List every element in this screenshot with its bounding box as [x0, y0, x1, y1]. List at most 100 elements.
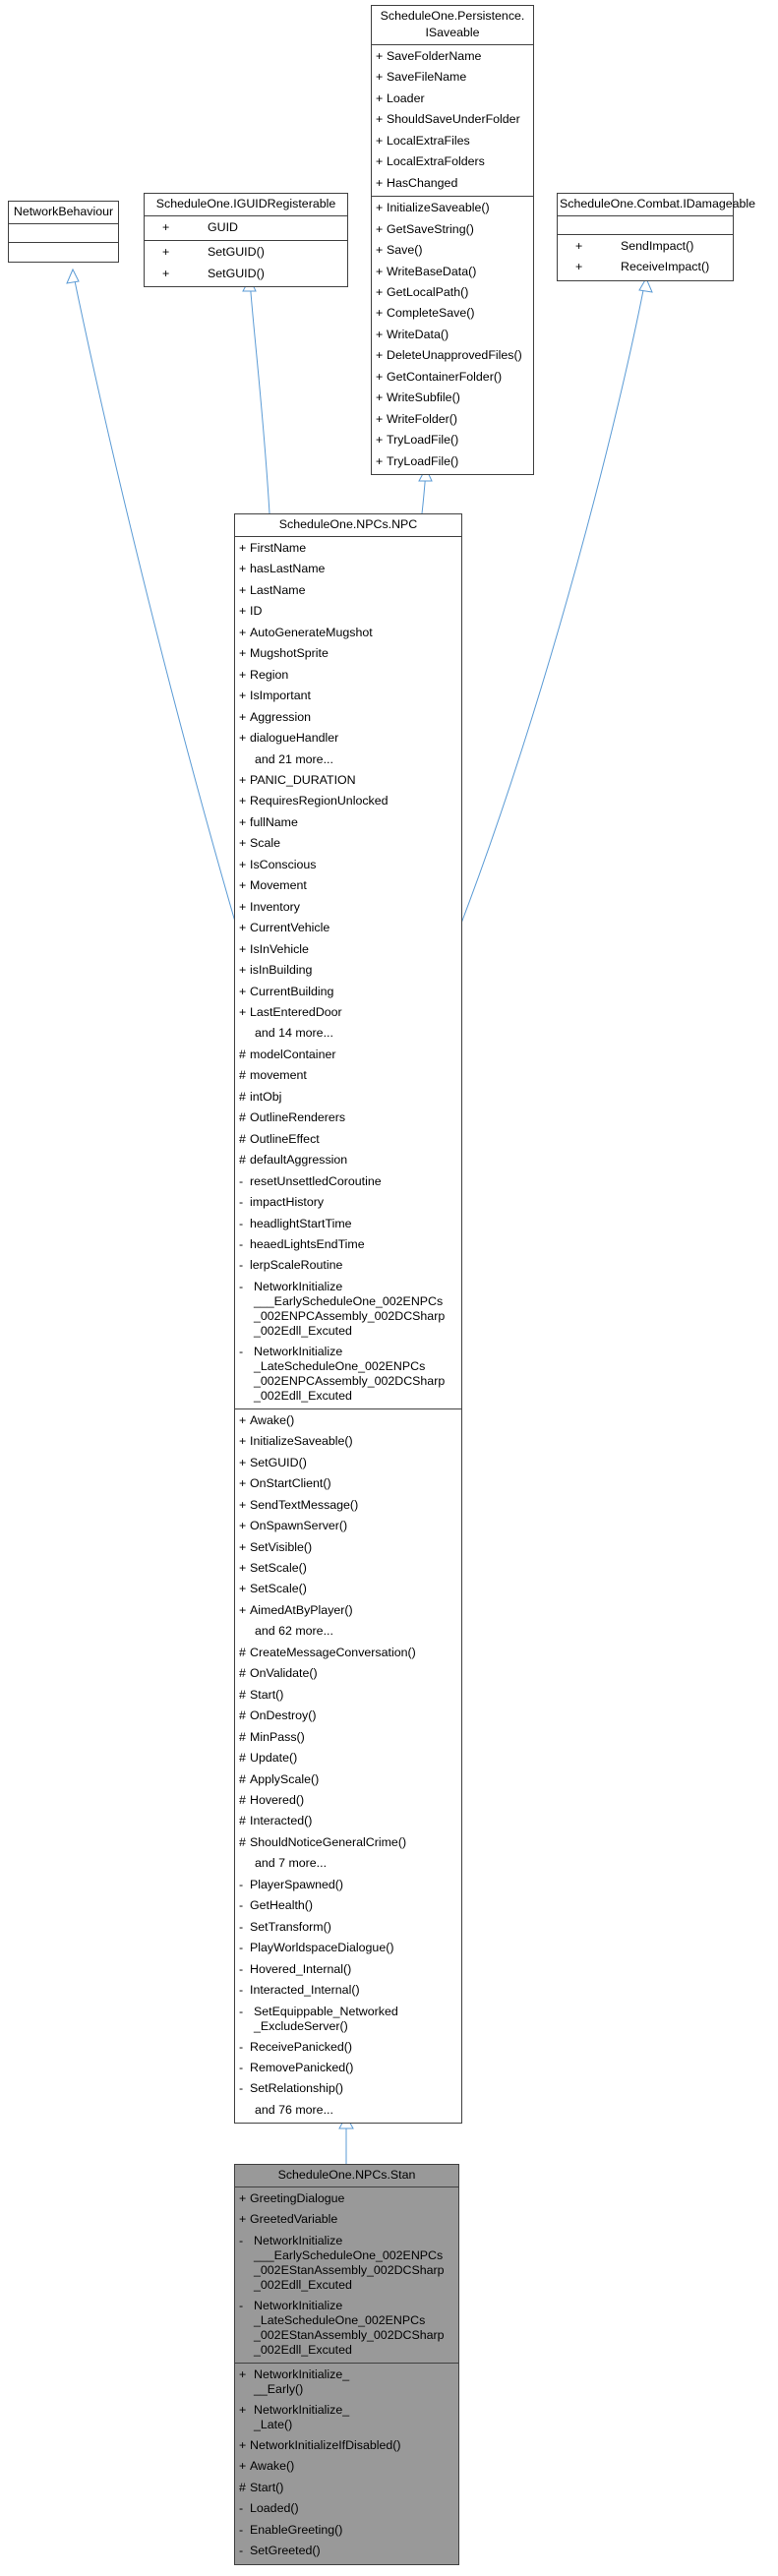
attribute-row[interactable]: +LocalExtraFolders	[372, 151, 533, 172]
attribute-row[interactable]: +FirstName	[235, 538, 461, 559]
method-row[interactable]: +CompleteSave()	[372, 303, 533, 324]
method-row[interactable]: +Awake()	[235, 1410, 461, 1431]
method-row[interactable]: -Loaded()	[235, 2498, 458, 2519]
method-row[interactable]: and 7 more...	[235, 1853, 461, 1874]
attribute-row[interactable]: +RequiresRegionUnlocked	[235, 791, 461, 811]
attribute-row[interactable]: +Scale	[235, 833, 461, 854]
attribute-row[interactable]: +ID	[235, 601, 461, 622]
class-stan[interactable]: ScheduleOne.NPCs.Stan+GreetingDialogue+G…	[234, 2164, 459, 2565]
attribute-row[interactable]: -lerpScaleRoutine	[235, 1255, 461, 1276]
method-row[interactable]: -Interacted_Internal()	[235, 1980, 461, 2001]
method-row[interactable]: #Interacted()	[235, 1811, 461, 1831]
method-row[interactable]: -PlayWorldspaceDialogue()	[235, 1938, 461, 1958]
method-row[interactable]: +TryLoadFile()	[372, 430, 533, 450]
attribute-row[interactable]: -NetworkInitialize___EarlyScheduleOne_00…	[235, 2231, 458, 2296]
method-row[interactable]: +TryLoadFile()	[372, 451, 533, 472]
attribute-row[interactable]: +fullName	[235, 812, 461, 833]
method-row[interactable]: #MinPass()	[235, 1727, 461, 1748]
method-row[interactable]: +GetSaveString()	[372, 219, 533, 240]
method-row[interactable]: #CreateMessageConversation()	[235, 1643, 461, 1663]
attribute-row[interactable]: +IsImportant	[235, 686, 461, 706]
attribute-row[interactable]: -NetworkInitialize_LateScheduleOne_002EN…	[235, 2296, 458, 2361]
attribute-row[interactable]: #intObj	[235, 1087, 461, 1108]
attribute-row[interactable]: +hasLastName	[235, 559, 461, 579]
method-row[interactable]: +WriteData()	[372, 325, 533, 345]
method-row[interactable]: #OnValidate()	[235, 1663, 461, 1684]
attribute-row[interactable]: +GreetedVariable	[235, 2209, 458, 2230]
method-row[interactable]: +SendImpact()	[558, 236, 733, 257]
method-row[interactable]: +SetGUID()	[235, 1453, 461, 1473]
method-row[interactable]: +WriteBaseData()	[372, 262, 533, 282]
attribute-row[interactable]: +HasChanged	[372, 173, 533, 194]
attribute-row[interactable]: +PANIC_DURATION	[235, 770, 461, 791]
attribute-row[interactable]: +CurrentBuilding	[235, 982, 461, 1002]
method-row[interactable]: +GetContainerFolder()	[372, 367, 533, 388]
method-row[interactable]: +NetworkInitialize__Late()	[235, 2400, 458, 2435]
attribute-row[interactable]: -impactHistory	[235, 1192, 461, 1213]
class-npc[interactable]: ScheduleOne.NPCs.NPC+FirstName+hasLastNa…	[234, 513, 462, 2125]
attribute-row[interactable]: +Aggression	[235, 707, 461, 728]
attribute-row[interactable]: -headlightStartTime	[235, 1214, 461, 1234]
method-row[interactable]: -GetHealth()	[235, 1895, 461, 1916]
attribute-row[interactable]: #OutlineRenderers	[235, 1108, 461, 1128]
attribute-row[interactable]: +LocalExtraFiles	[372, 131, 533, 151]
attribute-row[interactable]: +Inventory	[235, 897, 461, 918]
method-row[interactable]: -Hovered_Internal()	[235, 1959, 461, 1980]
method-row[interactable]: +SetVisible()	[235, 1537, 461, 1558]
class-isaveable[interactable]: ScheduleOne.Persistence.ISaveable+SaveFo…	[371, 5, 534, 476]
method-row[interactable]: +ReceiveImpact()	[558, 257, 733, 277]
method-row[interactable]: +AimedAtByPlayer()	[235, 1600, 461, 1621]
method-row[interactable]: +InitializeSaveable()	[372, 198, 533, 218]
method-row[interactable]: #Hovered()	[235, 1790, 461, 1811]
method-row[interactable]: -EnableGreeting()	[235, 2520, 458, 2541]
class-iguid-registerable[interactable]: ScheduleOne.IGUIDRegisterable+GUID+SetGU…	[144, 193, 348, 288]
attribute-row[interactable]: +CurrentVehicle	[235, 918, 461, 938]
attribute-row[interactable]: +Loader	[372, 89, 533, 109]
attribute-row[interactable]: and 14 more...	[235, 1023, 461, 1044]
attribute-row[interactable]: #modelContainer	[235, 1045, 461, 1065]
method-row[interactable]: +SetGUID()	[145, 264, 347, 284]
method-row[interactable]: #ApplyScale()	[235, 1769, 461, 1790]
method-row[interactable]: +WriteFolder()	[372, 409, 533, 430]
attribute-row[interactable]: +Movement	[235, 875, 461, 896]
attribute-row[interactable]: #movement	[235, 1065, 461, 1086]
method-row[interactable]: +GetLocalPath()	[372, 282, 533, 303]
method-row[interactable]: and 76 more...	[235, 2100, 461, 2121]
method-row[interactable]: and 62 more...	[235, 1621, 461, 1642]
method-row[interactable]: -SetGreeted()	[235, 2541, 458, 2561]
attribute-row[interactable]: +GreetingDialogue	[235, 2188, 458, 2209]
method-row[interactable]: +SendTextMessage()	[235, 1495, 461, 1516]
method-row[interactable]: +SetScale()	[235, 1579, 461, 1599]
attribute-row[interactable]: +MugshotSprite	[235, 643, 461, 664]
attribute-row[interactable]: +GUID	[145, 217, 347, 238]
method-row[interactable]: #Start()	[235, 2478, 458, 2498]
class-network-behaviour[interactable]: NetworkBehaviour	[8, 201, 119, 263]
method-row[interactable]: -RemovePanicked()	[235, 2058, 461, 2078]
attribute-row[interactable]: -NetworkInitialize_LateScheduleOne_002EN…	[235, 1342, 461, 1407]
attribute-row[interactable]: -resetUnsettledCoroutine	[235, 1171, 461, 1192]
attribute-row[interactable]: +LastName	[235, 580, 461, 601]
attribute-row[interactable]: +Region	[235, 665, 461, 686]
method-row[interactable]: +OnStartClient()	[235, 1473, 461, 1494]
method-row[interactable]: -SetTransform()	[235, 1917, 461, 1938]
method-row[interactable]: +OnSpawnServer()	[235, 1516, 461, 1536]
method-row[interactable]: +WriteSubfile()	[372, 388, 533, 408]
attribute-row[interactable]: +AutoGenerateMugshot	[235, 623, 461, 643]
method-row[interactable]: -PlayerSpawned()	[235, 1875, 461, 1895]
method-row[interactable]: -ReceivePanicked()	[235, 2037, 461, 2058]
attribute-row[interactable]: +isInBuilding	[235, 960, 461, 981]
attribute-row[interactable]: +SaveFolderName	[372, 46, 533, 67]
attribute-row[interactable]: #OutlineEffect	[235, 1129, 461, 1150]
attribute-row[interactable]: +ShouldSaveUnderFolder	[372, 109, 533, 130]
method-row[interactable]: +Save()	[372, 240, 533, 261]
method-row[interactable]: #ShouldNoticeGeneralCrime()	[235, 1832, 461, 1853]
attribute-row[interactable]: +IsConscious	[235, 855, 461, 875]
method-row[interactable]: +SetScale()	[235, 1558, 461, 1579]
method-row[interactable]: -SetRelationship()	[235, 2078, 461, 2099]
method-row[interactable]: +SetGUID()	[145, 242, 347, 263]
method-row[interactable]: #OnDestroy()	[235, 1706, 461, 1726]
method-row[interactable]: -SetEquippable_Networked_ExcludeServer()	[235, 2002, 461, 2037]
attribute-row[interactable]: +SaveFileName	[372, 67, 533, 88]
method-row[interactable]: +Awake()	[235, 2456, 458, 2477]
attribute-row[interactable]: -heaedLightsEndTime	[235, 1234, 461, 1255]
